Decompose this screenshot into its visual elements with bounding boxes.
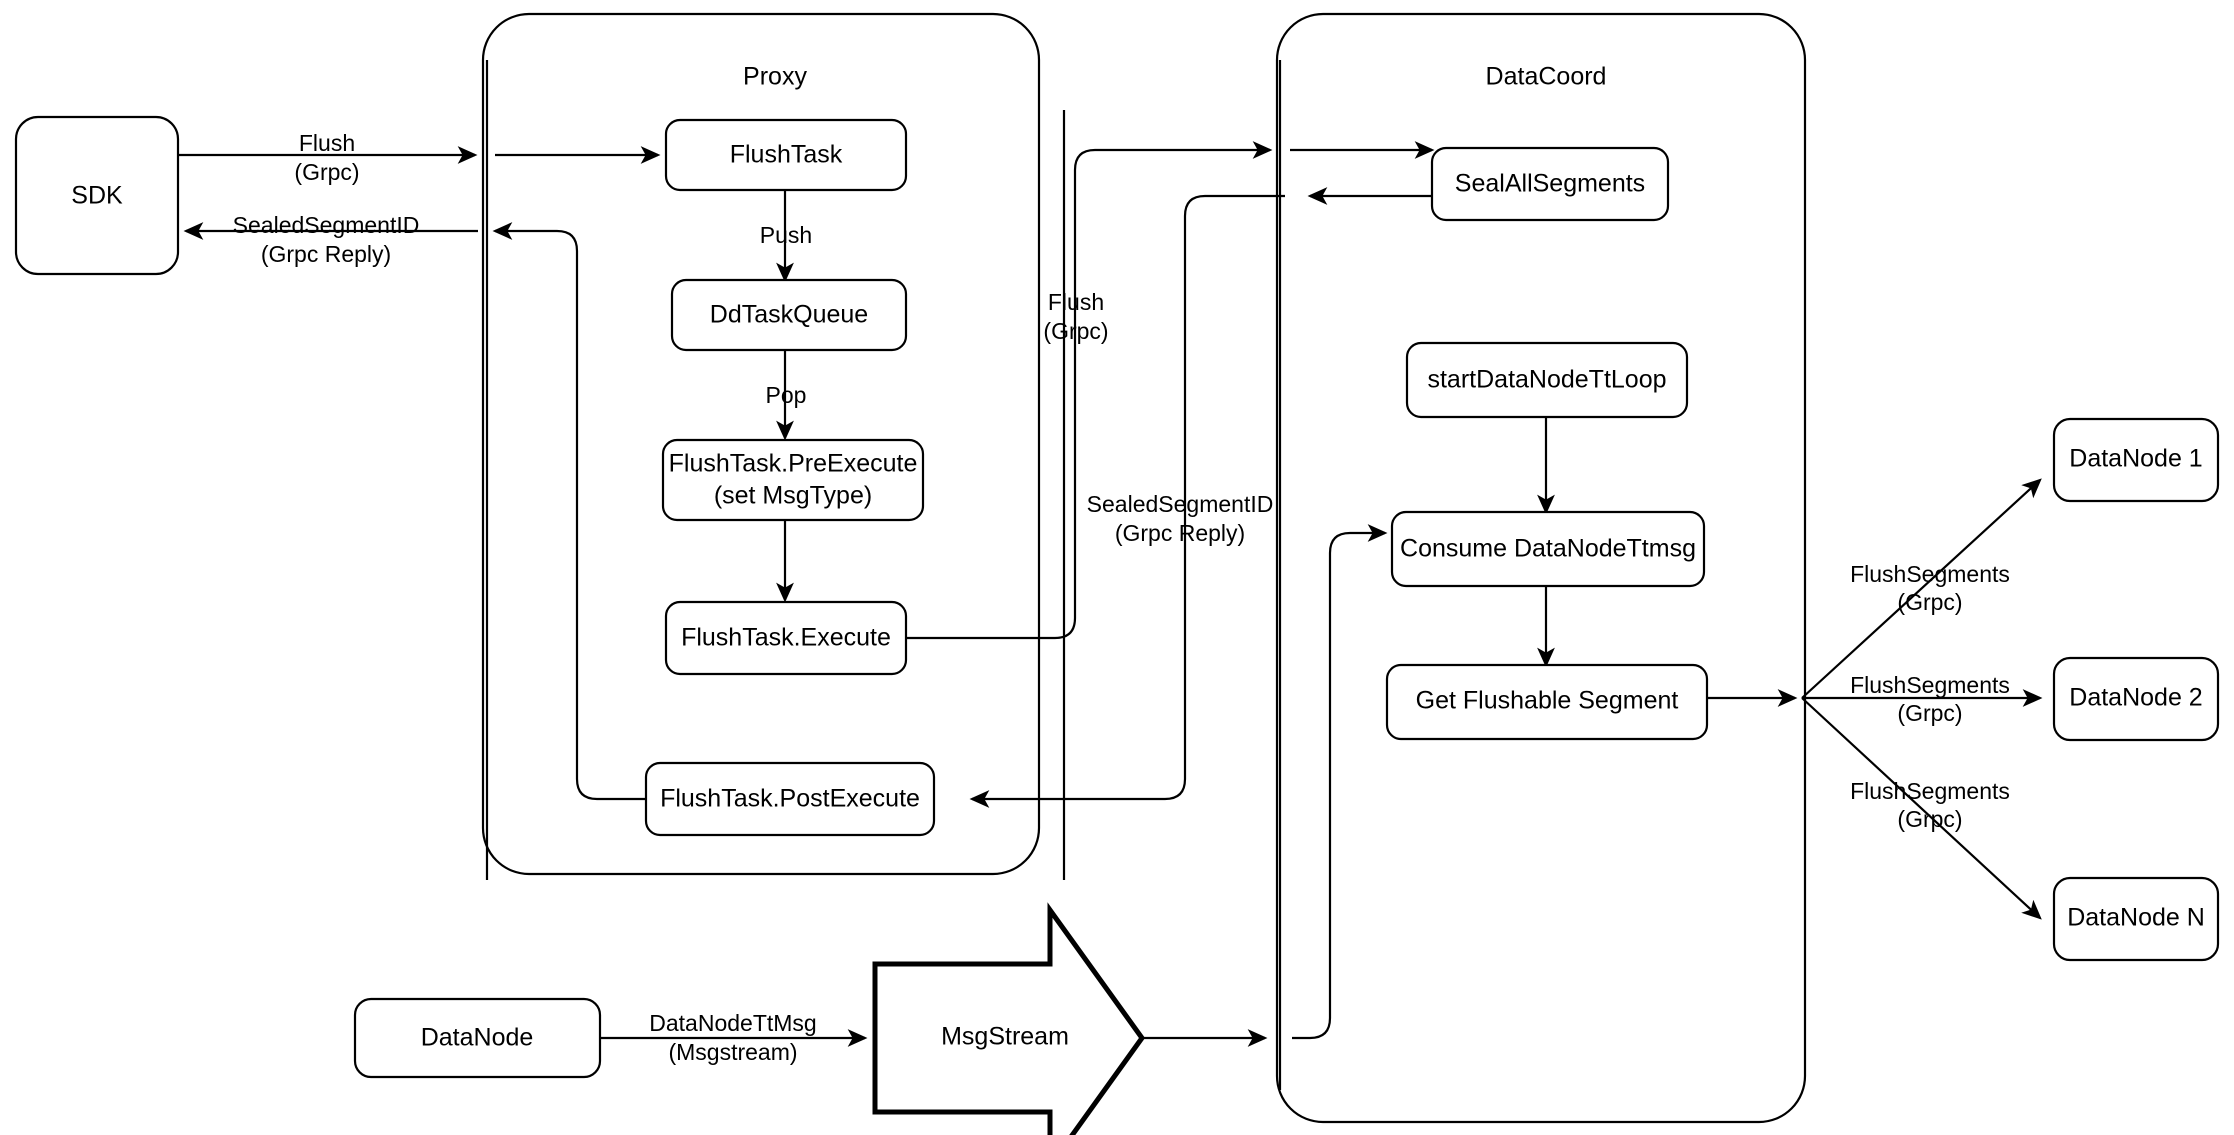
datanode-source-label: DataNode [421,1024,534,1052]
edge-label-flushsegments-2: FlushSegments (Grpc) [1850,672,2010,726]
edge-label-coord-to-proxy: SealedSegmentID (Grpc Reply) [1087,491,1274,546]
label-flush-line2: (Grpc) [294,159,359,185]
datanode-1-label: DataNode 1 [2069,445,2202,473]
node-sdk[interactable]: SDK [14,115,180,276]
postexecute-label: FlushTask.PostExecute [660,785,920,813]
label-flushsegmentsn-line1: FlushSegments [1850,778,2010,804]
start-tt-loop-label: startDataNodeTtLoop [1427,366,1666,394]
msgstream-label: MsgStream [941,1023,1069,1051]
flush-task-rect[interactable] [664,118,908,192]
node-flushtask-postexecute[interactable]: FlushTask.PostExecute [644,761,936,837]
datacoord-container-label: DataCoord [1486,63,1607,91]
edge-label-datanode-ttmsg: DataNodeTtMsg (Msgstream) [649,1010,816,1065]
get-flushable-label: Get Flushable Segment [1416,687,1679,715]
node-start-datanode-tt-loop[interactable]: startDataNodeTtLoop [1405,341,1689,419]
edge-label-flushsegments-1: FlushSegments (Grpc) [1850,561,2010,615]
label-coord-sealedsegmentid-line1: SealedSegmentID [1087,491,1274,517]
label-sealedsegmentid-line1: SealedSegmentID [233,212,420,238]
node-consume-datanode-ttmsg[interactable]: Consume DataNodeTtmsg [1390,510,1706,588]
label-pop: Pop [766,382,807,408]
label-flushsegments1-line1: FlushSegments [1850,561,2010,587]
sdk-rect[interactable] [14,115,180,276]
node-flushtask-execute[interactable]: FlushTask.Execute [664,600,908,676]
get-flushable-rect[interactable] [1385,663,1709,741]
seal-all-segments-rect[interactable] [1430,146,1670,222]
label-datanodettmsg-line2: (Msgstream) [668,1039,797,1065]
node-datanode-1[interactable]: DataNode 1 [2052,417,2220,503]
label-datanodettmsg-line1: DataNodeTtMsg [649,1010,816,1036]
label-flush-line1: Flush [299,130,355,156]
node-datanode-source[interactable]: DataNode [353,997,602,1079]
execute-rect[interactable] [664,600,908,676]
edge-datacoord-to-postexecute [969,194,1285,808]
node-datanode-2[interactable]: DataNode 2 [2052,656,2220,742]
node-flush-task[interactable]: FlushTask [664,118,908,192]
edge-label-proxy-to-sdk: SealedSegmentID (Grpc Reply) [233,212,420,267]
preexecute-label-line1: FlushTask.PreExecute [669,450,918,478]
edge-postexecute-to-sdkreply [492,222,646,801]
datanode-source-rect[interactable] [353,997,602,1079]
consume-ttmsg-rect[interactable] [1390,510,1706,588]
label-flushsegments1-line2: (Grpc) [1897,589,1962,615]
consume-ttmsg-label: Consume DataNodeTtmsg [1400,535,1696,563]
node-msgstream[interactable]: MsgStream [872,902,1146,1135]
label-sealedsegmentid-line2: (Grpc Reply) [261,241,391,267]
label-push: Push [760,222,812,248]
edge-label-flushsegments-n: FlushSegments (Grpc) [1850,778,2010,832]
postexecute-rect[interactable] [644,761,936,837]
label-flushsegmentsn-line2: (Grpc) [1897,806,1962,832]
label-flush-grpc-line1: Flush [1048,289,1104,315]
preexecute-label-line2: (set MsgType) [714,482,872,510]
edge-label-pop: Pop [766,382,807,408]
node-flushtask-preexecute[interactable]: FlushTask.PreExecute (set MsgType) [661,438,925,522]
proxy-container-label: Proxy [743,63,807,91]
dd-task-queue-label: DdTaskQueue [710,301,868,329]
flush-task-label: FlushTask [730,141,843,169]
label-coord-sealedsegmentid-line2: (Grpc Reply) [1115,520,1245,546]
datanode-1-rect[interactable] [2052,417,2220,503]
start-tt-loop-rect[interactable] [1405,341,1689,419]
datanode-n-rect[interactable] [2052,876,2220,962]
datanode-2-rect[interactable] [2052,656,2220,742]
edge-junction-to-datanoden [1801,697,2042,920]
node-get-flushable-segment[interactable]: Get Flushable Segment [1385,663,1709,741]
datanode-n-label: DataNode N [2067,904,2205,932]
edge-label-proxy-to-coord: Flush (Grpc) [1043,289,1108,344]
label-flush-grpc-line2: (Grpc) [1043,318,1108,344]
preexecute-rect[interactable] [661,438,925,522]
dd-task-queue-rect[interactable] [670,278,908,352]
node-datanode-n[interactable]: DataNode N [2052,876,2220,962]
label-flushsegments2-line2: (Grpc) [1897,700,1962,726]
node-seal-all-segments[interactable]: SealAllSegments [1430,146,1670,222]
edge-datacoord-boundary-to-consume [1292,524,1388,1040]
edge-junction-to-datanode1 [1801,478,2042,699]
edge-label-sdk-to-proxy: Flush (Grpc) [294,130,359,185]
datanode-2-label: DataNode 2 [2069,684,2202,712]
sdk-label: SDK [71,182,123,210]
label-flushsegments2-line1: FlushSegments [1850,672,2010,698]
seal-all-segments-label: SealAllSegments [1455,170,1645,198]
execute-label: FlushTask.Execute [681,624,891,652]
node-dd-task-queue[interactable]: DdTaskQueue [670,278,908,352]
edge-label-push: Push [760,222,812,248]
msgstream-shape[interactable] [872,902,1146,1135]
